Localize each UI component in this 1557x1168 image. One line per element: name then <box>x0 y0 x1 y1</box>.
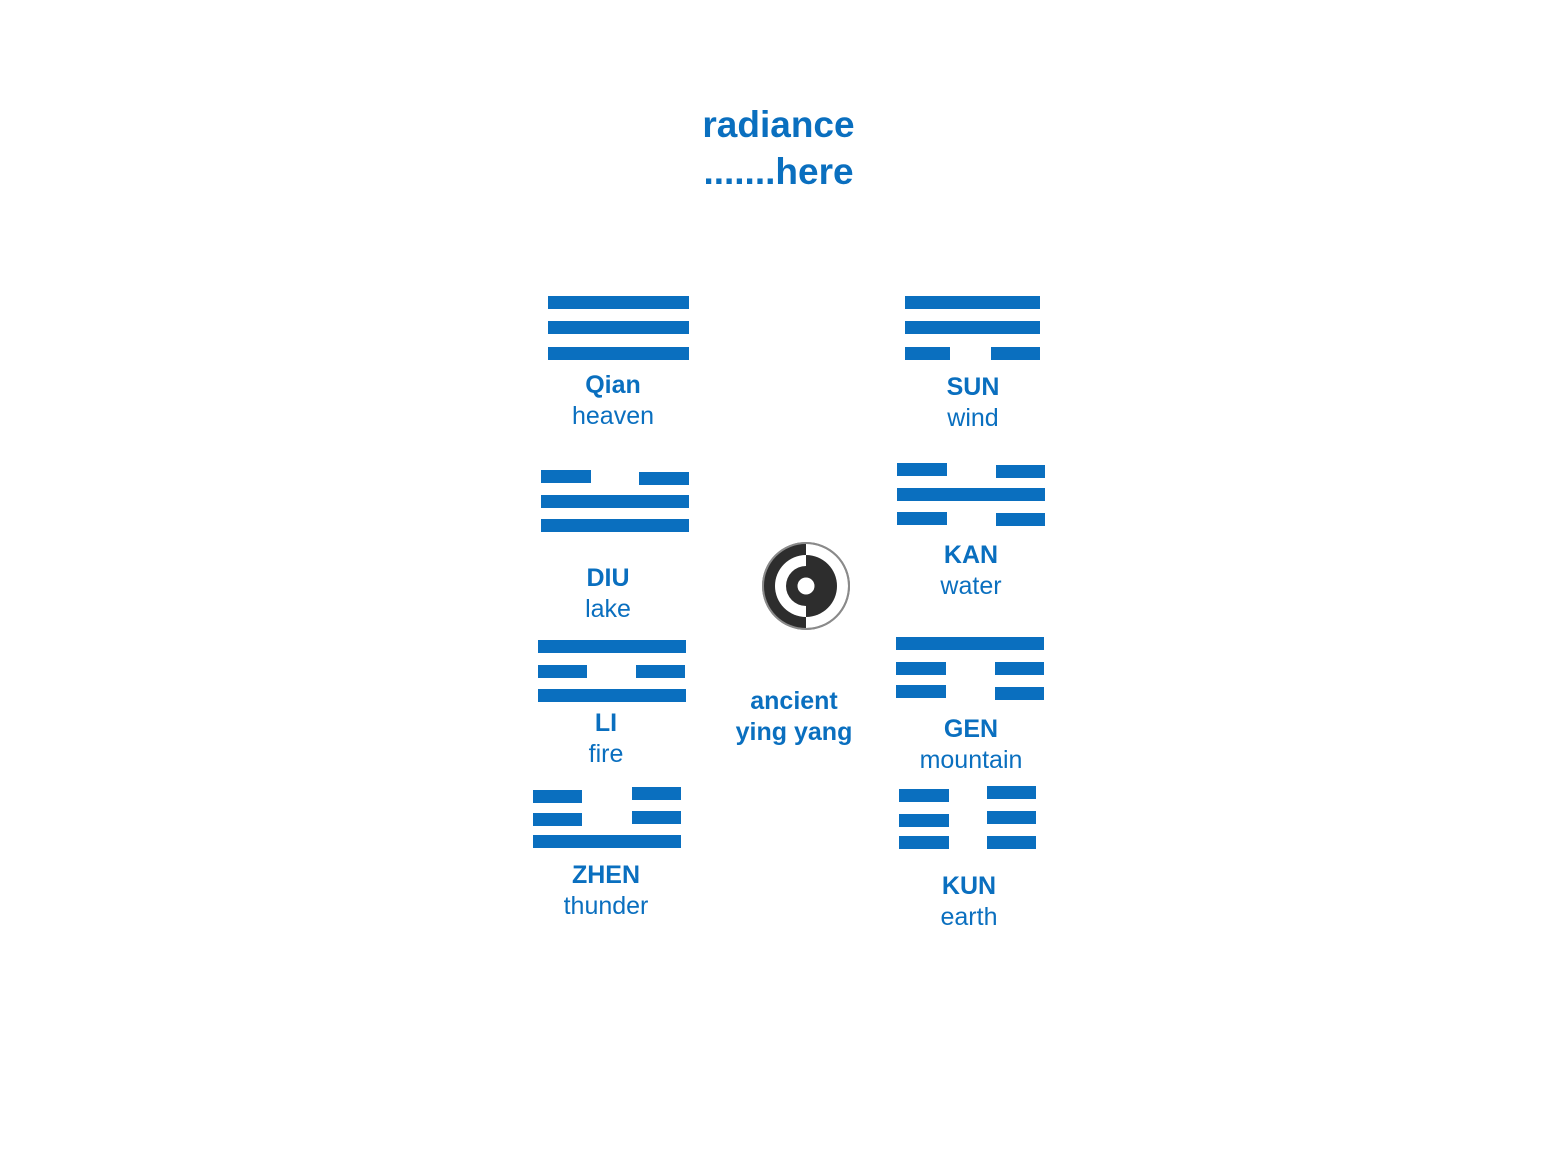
center-label: ancient ying yang <box>694 686 894 748</box>
label-li: LI fire <box>506 708 706 770</box>
kan-line-3a <box>897 512 947 525</box>
diu-line-1a <box>541 470 591 483</box>
label-diu: DIU lake <box>508 563 708 625</box>
qian-line-2 <box>548 321 689 334</box>
trigram-name: Qian <box>585 371 641 399</box>
trigram-zhen <box>533 787 681 848</box>
kun-line-2b <box>987 811 1036 824</box>
kan-line-2 <box>897 488 1045 501</box>
label-zhen: ZHEN thunder <box>506 860 706 922</box>
trigram-meaning: water <box>940 572 1002 600</box>
zhen-line-3 <box>533 835 681 848</box>
trigram-name: ZHEN <box>571 861 641 889</box>
li-line-1 <box>538 640 686 653</box>
trigram-name: GEN <box>943 715 999 743</box>
center-label-line-2: ying yang <box>735 718 853 746</box>
gen-line-3b <box>995 687 1044 700</box>
zhen-line-1a <box>533 790 582 803</box>
sun-line-3a <box>905 347 950 360</box>
kun-line-2a <box>899 814 949 827</box>
trigram-meaning: mountain <box>919 746 1023 774</box>
trigram-name: LI <box>594 709 618 737</box>
kun-line-1b <box>987 786 1036 799</box>
zhen-line-2a <box>533 813 582 826</box>
trigram-gen <box>896 637 1044 700</box>
trigram-li <box>538 640 686 702</box>
yin-yang-icon <box>762 542 850 630</box>
gen-line-2a <box>896 662 946 675</box>
zhen-line-2b <box>632 811 681 824</box>
zhen-line-1b <box>632 787 681 800</box>
li-line-2b <box>636 665 685 678</box>
trigram-name: KAN <box>943 541 999 569</box>
trigram-name: KUN <box>941 872 997 900</box>
center-label-line-1: ancient <box>750 687 838 715</box>
qian-line-3 <box>548 347 689 360</box>
gen-line-2b <box>995 662 1044 675</box>
sun-line-3b <box>991 347 1040 360</box>
trigram-meaning: thunder <box>563 892 649 920</box>
li-line-3 <box>538 689 686 702</box>
kun-line-1a <box>899 789 949 802</box>
diu-line-1b <box>639 472 689 485</box>
title-line-1: radiance <box>702 104 855 145</box>
diu-line-2 <box>541 495 689 508</box>
qian-line-1 <box>548 296 689 309</box>
label-gen: GEN mountain <box>871 714 1071 776</box>
gen-line-1 <box>896 637 1044 650</box>
trigram-name: SUN <box>946 373 1000 401</box>
trigram-meaning: fire <box>588 740 624 768</box>
trigram-meaning: wind <box>947 404 999 432</box>
trigram-name: DIU <box>586 564 630 592</box>
diu-line-3 <box>541 519 689 532</box>
trigram-meaning: heaven <box>571 402 655 430</box>
kun-line-3a <box>899 836 949 849</box>
kan-line-3b <box>996 513 1045 526</box>
trigram-diu <box>541 470 689 532</box>
label-qian: Qian heaven <box>513 370 713 432</box>
kan-line-1a <box>897 463 947 476</box>
label-kun: KUN earth <box>869 871 1069 933</box>
trigram-meaning: earth <box>940 903 998 931</box>
trigram-sun <box>905 296 1040 362</box>
label-sun: SUN wind <box>873 372 1073 434</box>
trigram-kan <box>897 463 1045 526</box>
trigram-kun <box>899 786 1036 849</box>
sun-line-2 <box>905 321 1040 334</box>
label-kan: KAN water <box>871 540 1071 602</box>
gen-line-3a <box>896 685 946 698</box>
li-line-2a <box>538 665 587 678</box>
trigram-qian <box>548 296 689 360</box>
kun-line-3b <box>987 836 1036 849</box>
trigram-meaning: lake <box>585 595 631 623</box>
title-line-2: .......here <box>703 151 854 192</box>
sun-line-1 <box>905 296 1040 309</box>
kan-line-1b <box>996 465 1045 478</box>
